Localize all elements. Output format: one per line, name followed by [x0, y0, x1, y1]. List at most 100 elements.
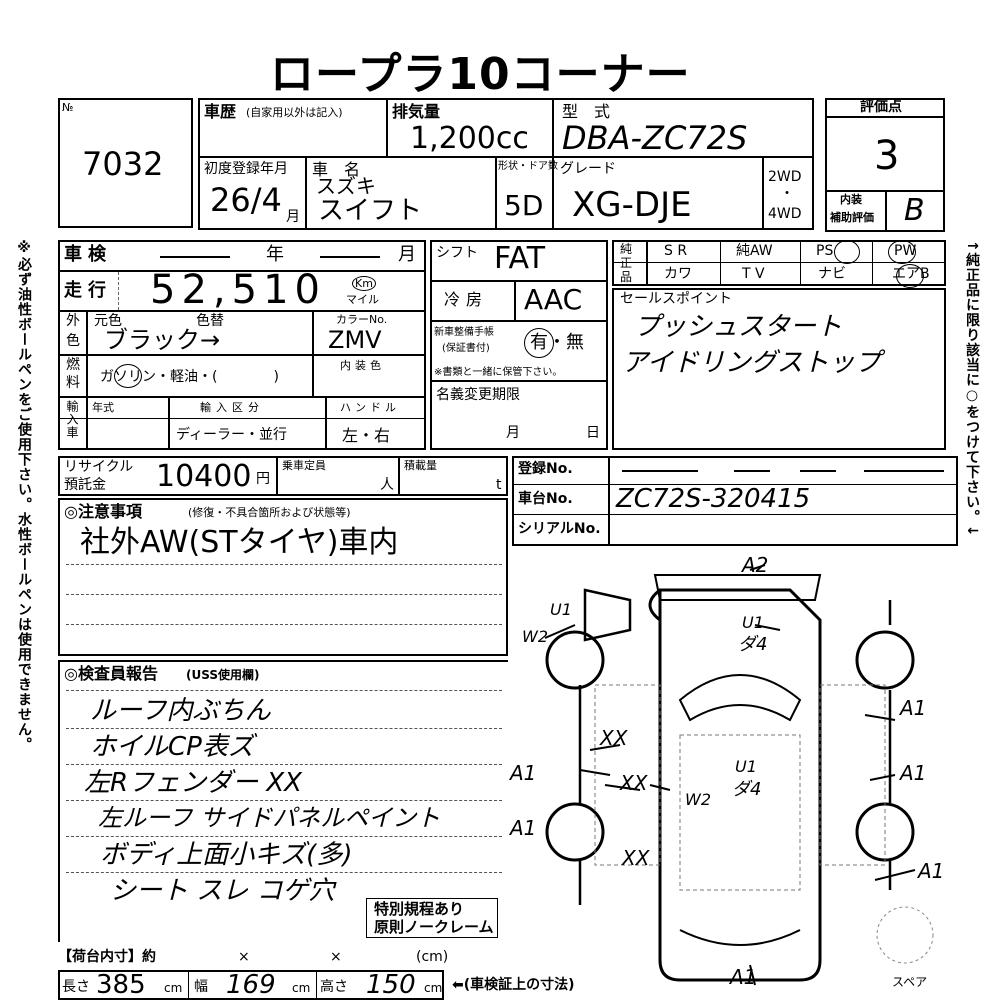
- history-note: (自家用以外は記入): [246, 106, 343, 119]
- equip-sr: S R: [664, 243, 688, 259]
- capacity-label: 乗車定員: [282, 459, 326, 472]
- ac-value: AAC: [524, 283, 583, 316]
- color-code-value: ZMV: [328, 326, 382, 354]
- fuel-label-2: 料: [66, 375, 80, 391]
- mark-a1-right-1: A1: [898, 696, 926, 720]
- mark-u1-roof: U1: [742, 613, 764, 632]
- cargo-label: 【荷台内寸】約: [58, 949, 156, 965]
- fuel-label-1: 燃: [66, 357, 80, 373]
- notes-label: ◎注意事項: [64, 502, 142, 521]
- left-side-note: ※必ず油性ボールペンをご使用下さい。水性ボールペンは使用できません。: [16, 240, 32, 752]
- spare-label: スペア: [892, 975, 927, 989]
- original-color-label: 元色: [94, 313, 122, 329]
- car-maker: スズキ: [316, 174, 376, 198]
- special-rules-stamp: [366, 898, 498, 938]
- equip-tv: T V: [742, 266, 765, 282]
- first-reg-unit: 月: [286, 209, 300, 225]
- mileage-unit-mile: マイル: [346, 293, 379, 306]
- mark-a1-left-1: A1: [508, 761, 536, 785]
- lot-number-box: № 7032: [58, 98, 193, 228]
- page-title: ロープラ10コーナー: [270, 49, 691, 100]
- grade-label: グレード: [560, 161, 616, 177]
- interior-label-2: 補助評価: [830, 211, 874, 224]
- mark-xx-2: XX: [619, 771, 649, 795]
- windshield: [678, 674, 802, 722]
- exterior-label-2: 色: [66, 333, 80, 349]
- import-year-label: 年式: [92, 401, 114, 414]
- inspector-line-1: ルーフ内ぶちん: [90, 696, 271, 726]
- width-value: 169: [226, 970, 276, 1000]
- drive-4wd: 4WD: [768, 206, 802, 222]
- special-rules-1: 特別規程あり: [374, 900, 465, 918]
- displacement-label: 排気量: [392, 102, 441, 121]
- model-value: DBA-ZC72S: [562, 119, 748, 157]
- inspector-box: [58, 660, 508, 942]
- shift-value: FAT: [494, 241, 546, 276]
- displacement-value: 1,200cc: [410, 121, 529, 156]
- inspector-sub: (USS使用欄): [186, 668, 260, 682]
- height-value: 150: [366, 970, 416, 1000]
- color-code-label: カラーNo.: [336, 313, 388, 326]
- lot-number: 7032: [82, 145, 164, 183]
- wheel-front-right: [855, 630, 915, 690]
- serial-label: シリアルNo.: [518, 521, 601, 537]
- mileage-value: 52,510: [150, 267, 326, 313]
- service-book-label-2: (保証書付): [442, 343, 490, 354]
- grade-value: XG-DJE: [572, 185, 692, 225]
- interior-value: B: [904, 193, 925, 228]
- front-bumper: [653, 574, 822, 601]
- pw-circle: [888, 240, 916, 264]
- equipment-side-label: 純正品: [620, 242, 633, 284]
- shaken-month: 月: [398, 244, 416, 265]
- equip-ps: PS: [816, 243, 834, 259]
- shaken-year: 年: [266, 244, 284, 265]
- mileage-boxes: [118, 272, 339, 310]
- mark-w2-body: W2: [685, 790, 711, 809]
- recycle-label-1: リサイクル: [64, 459, 134, 475]
- shift-ac-box: [430, 240, 608, 450]
- car-body-outline: [648, 588, 822, 982]
- doors-label: 形状・ドア数: [498, 161, 558, 172]
- mark-xx-1: XX: [599, 726, 629, 750]
- recycle-unit: 円: [256, 471, 270, 487]
- import-label: 輸入車: [65, 400, 79, 439]
- mark-a1-bottom: A1: [728, 965, 756, 989]
- width-label: 幅: [194, 979, 208, 995]
- ac-label: 冷房: [444, 290, 489, 309]
- capacity-unit: 人: [380, 477, 394, 493]
- doors-value: 5D: [504, 189, 544, 222]
- mark-a1-right-2: A1: [898, 761, 926, 785]
- model-label: 型 式: [562, 102, 611, 121]
- color-value: ブラック→: [104, 326, 221, 354]
- sales-points-box: [612, 288, 946, 450]
- sales-point-1: プッシュスタート: [634, 312, 843, 342]
- name-change-month: 月: [506, 425, 520, 441]
- import-class-label: 輸入区分: [200, 401, 264, 414]
- mark-g4-body: ダ4: [732, 779, 761, 800]
- registration-box: [512, 456, 958, 546]
- height-label: 高さ: [320, 979, 348, 995]
- cargo-x1: ×: [238, 949, 250, 965]
- shaken-label: 車検: [64, 244, 112, 265]
- load-unit: t: [496, 477, 502, 493]
- fuel-gasoline-circle: [114, 364, 142, 388]
- cargo-unit: (cm): [416, 949, 449, 965]
- first-reg-label: 初度登録年月: [204, 161, 288, 177]
- recycle-box: [58, 456, 508, 496]
- dimensions-note: ⬅(車検証上の寸法): [452, 977, 575, 993]
- sales-points-label: セールスポイント: [620, 291, 732, 307]
- mark-u1-top: U1: [550, 600, 572, 619]
- dimensions-box: [58, 970, 444, 1000]
- car-name-value: スイフト: [318, 196, 423, 226]
- mark-g4-roof: ダ4: [738, 634, 767, 655]
- mark-u1-body: U1: [735, 757, 757, 776]
- drive-2wd: 2WD: [768, 169, 802, 185]
- inspector-line-2: ホイルCP表ズ: [90, 732, 254, 762]
- mark-xx-3: XX: [621, 846, 651, 870]
- sales-point-2: アイドリングストップ: [622, 348, 881, 378]
- inspector-line-3: 左Rフェンダー XX: [84, 768, 302, 798]
- mark-a1-right-3: A1: [916, 859, 944, 883]
- mark-a1-left-2: A1: [508, 816, 536, 840]
- spare-tire: [876, 906, 934, 964]
- load-label: 積載量: [404, 459, 437, 472]
